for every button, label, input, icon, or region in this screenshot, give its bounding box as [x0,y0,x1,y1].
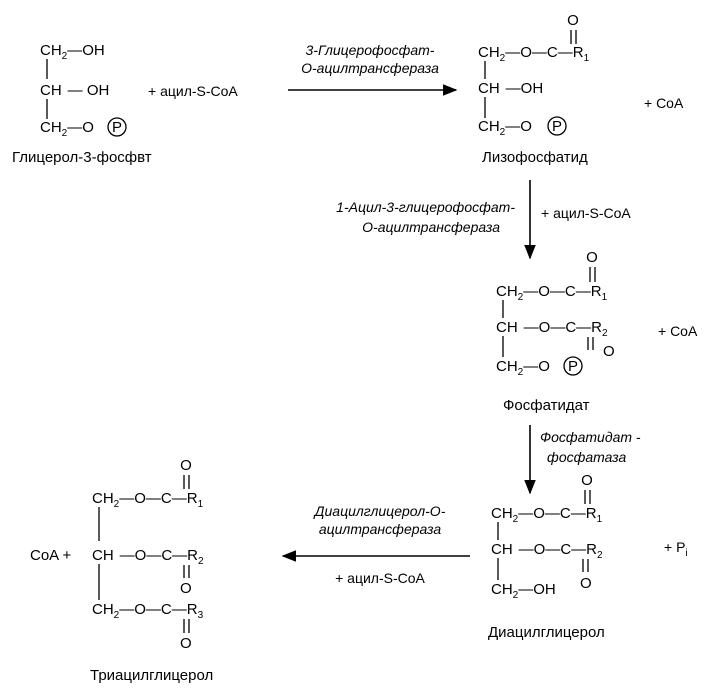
g3p-row2: CH— OH [40,82,109,99]
glycerol-3-phosphate: CH2—OH CH— OH CH2—O P Глицерол-3-фосфвт [12,42,152,166]
step3: Фосфатидат - фосфатаза [524,425,641,495]
step1-enzyme-line1: 3-Глицерофосфат- [306,42,435,58]
tag-row2: CH—O—C—R2 [92,547,204,567]
step4-enzyme-line2: ацилтрансфераза [319,521,442,537]
tag-row3: CH2—O—C—R3 [92,601,204,621]
triacylglycerol: O CH2—O—C—R1 CoA + CH—O—C—R2 O CH2—O—C—R… [30,457,213,684]
pa-phosphate-symbol: P [568,358,578,375]
g3p-row1: CH2—OH [40,42,105,62]
lysophosphatide: O CH2—O—C—R1 CH—OH CH2—O P + CoA Лизофос… [478,12,684,166]
pa-byproduct: + CoA [658,323,698,339]
dag-carbonyl-o1: O [581,472,593,489]
lyso-carbonyl-o: O [567,12,579,29]
step3-enzyme-line2: фосфатаза [547,449,626,465]
tag-carbonyl-o3: O [180,635,192,652]
lyso-byproduct: + CoA [644,95,684,111]
step3-enzyme-line1: Фосфатидат - [540,429,641,445]
step4: Диацилглицерол-O- ацилтрансфераза + ацил… [281,503,470,586]
dag-byproduct: + Pi [664,539,688,559]
pa-phosphate-circle [563,356,583,376]
phosphate-symbol: P [112,119,122,136]
tag-coa-prefix: CoA + [30,547,72,564]
dag-name: Диацилглицерол [488,624,605,641]
lyso-name: Лизофосфатид [482,149,588,166]
lyso-phosphate-circle [547,116,567,136]
g3p-row3: CH2—O [40,119,94,139]
pa-carbonyl-o1: O [586,249,598,266]
tag-carbonyl-o1: O [180,457,192,474]
pa-carbonyl-o2: O [603,343,615,360]
dag-row3: CH2—OH [491,581,556,601]
lyso-row1: CH2—O—C—R1 [478,44,590,64]
tag-carbonyl-o2: O [180,580,192,597]
g3p-name: Глицерол-3-фосфвт [12,149,152,166]
pa-name: Фосфатидат [503,397,590,414]
step2-reagent: + ацил-S-CoA [541,205,631,221]
step1: + ацил-S-CoA 3-Глицерофосфат- O-ацилтран… [148,42,458,99]
step2: 1-Ацил-3-глицерофосфат- O-ацилтрансфераз… [336,180,631,260]
step2-enzyme-line1: 1-Ацил-3-глицерофосфат- [336,199,515,215]
step1-enzyme-line2: O-ацилтрансфераза [301,60,439,76]
pa-row1: CH2—O—C—R1 [496,283,608,303]
step2-enzyme-line2: O-ацилтрансфераза [362,219,500,235]
lyso-row2: CH—OH [478,80,543,97]
step1-reagent: + ацил-S-CoA [148,83,238,99]
lyso-row3: CH2—O [478,118,532,138]
step4-enzyme-line1: Диацилглицерол-O- [313,503,446,519]
step4-reagent: + ацил-S-CoA [335,570,425,586]
tag-name: Триацилглицерол [90,667,213,684]
phosphatidate: O CH2—O—C—R1 CH—O—C—R2 O CH2—O P + CoA Ф… [496,249,698,414]
pa-row3: CH2—O [496,358,550,378]
phosphate-circle [107,117,127,137]
pa-row2: CH—O—C—R2 [496,319,608,339]
dag-row2: CH—O—C—R2 [491,541,603,561]
dag-carbonyl-o2: O [580,575,592,592]
tag-row1: CH2—O—C—R1 [92,490,204,510]
lyso-phosphate-symbol: P [552,118,562,135]
diacylglycerol: O CH2—O—C—R1 CH—O—C—R2 O CH2—OH + Pi Диа… [488,472,688,641]
dag-row1: CH2—O—C—R1 [491,505,603,525]
